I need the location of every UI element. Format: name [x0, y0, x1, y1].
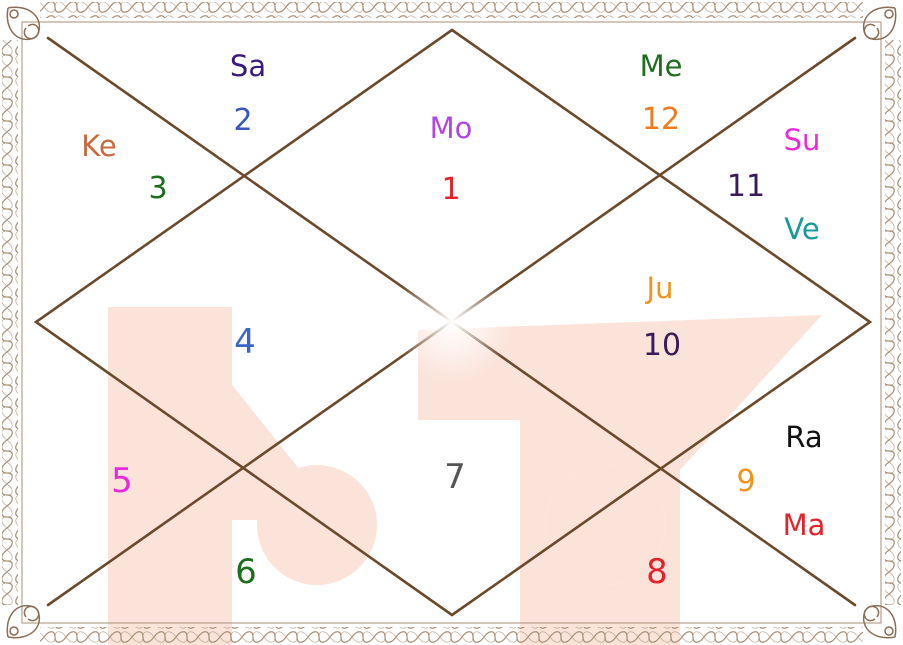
house-12-planet-me: Me: [640, 49, 683, 83]
house-4-number: 4: [234, 322, 256, 362]
house-3-number: 3: [148, 171, 167, 206]
house-8-number: 8: [646, 552, 668, 592]
house-10-number: 10: [643, 328, 681, 363]
house-10-planet-ju: Ju: [645, 271, 674, 305]
corner-ornament-tr: [864, 7, 896, 39]
house-9-number: 9: [736, 464, 755, 499]
house-12-number: 12: [642, 102, 680, 137]
house-7-number: 7: [444, 457, 466, 497]
house-1-number: 1: [441, 172, 460, 207]
house-3-planet-ke: Ke: [81, 129, 116, 163]
house-1-planet-mo: Mo: [430, 111, 473, 145]
corner-ornament-tl: [7, 7, 39, 39]
house-2-number: 2: [233, 103, 252, 138]
house-2-planet-sa: Sa: [230, 49, 266, 83]
house-5-number: 5: [111, 461, 133, 501]
house-9-planet-ra: Ra: [785, 420, 822, 454]
house-9-planet-ma: Ma: [783, 508, 826, 542]
house-11-planet-ve: Ve: [784, 212, 819, 246]
house-11-number: 11: [727, 169, 765, 204]
corner-ornament-br: [864, 606, 896, 638]
house-11-planet-su: Su: [784, 123, 821, 157]
corner-ornament-bl: [7, 606, 39, 638]
center-glow: [392, 262, 512, 382]
house-6-number: 6: [235, 552, 257, 592]
